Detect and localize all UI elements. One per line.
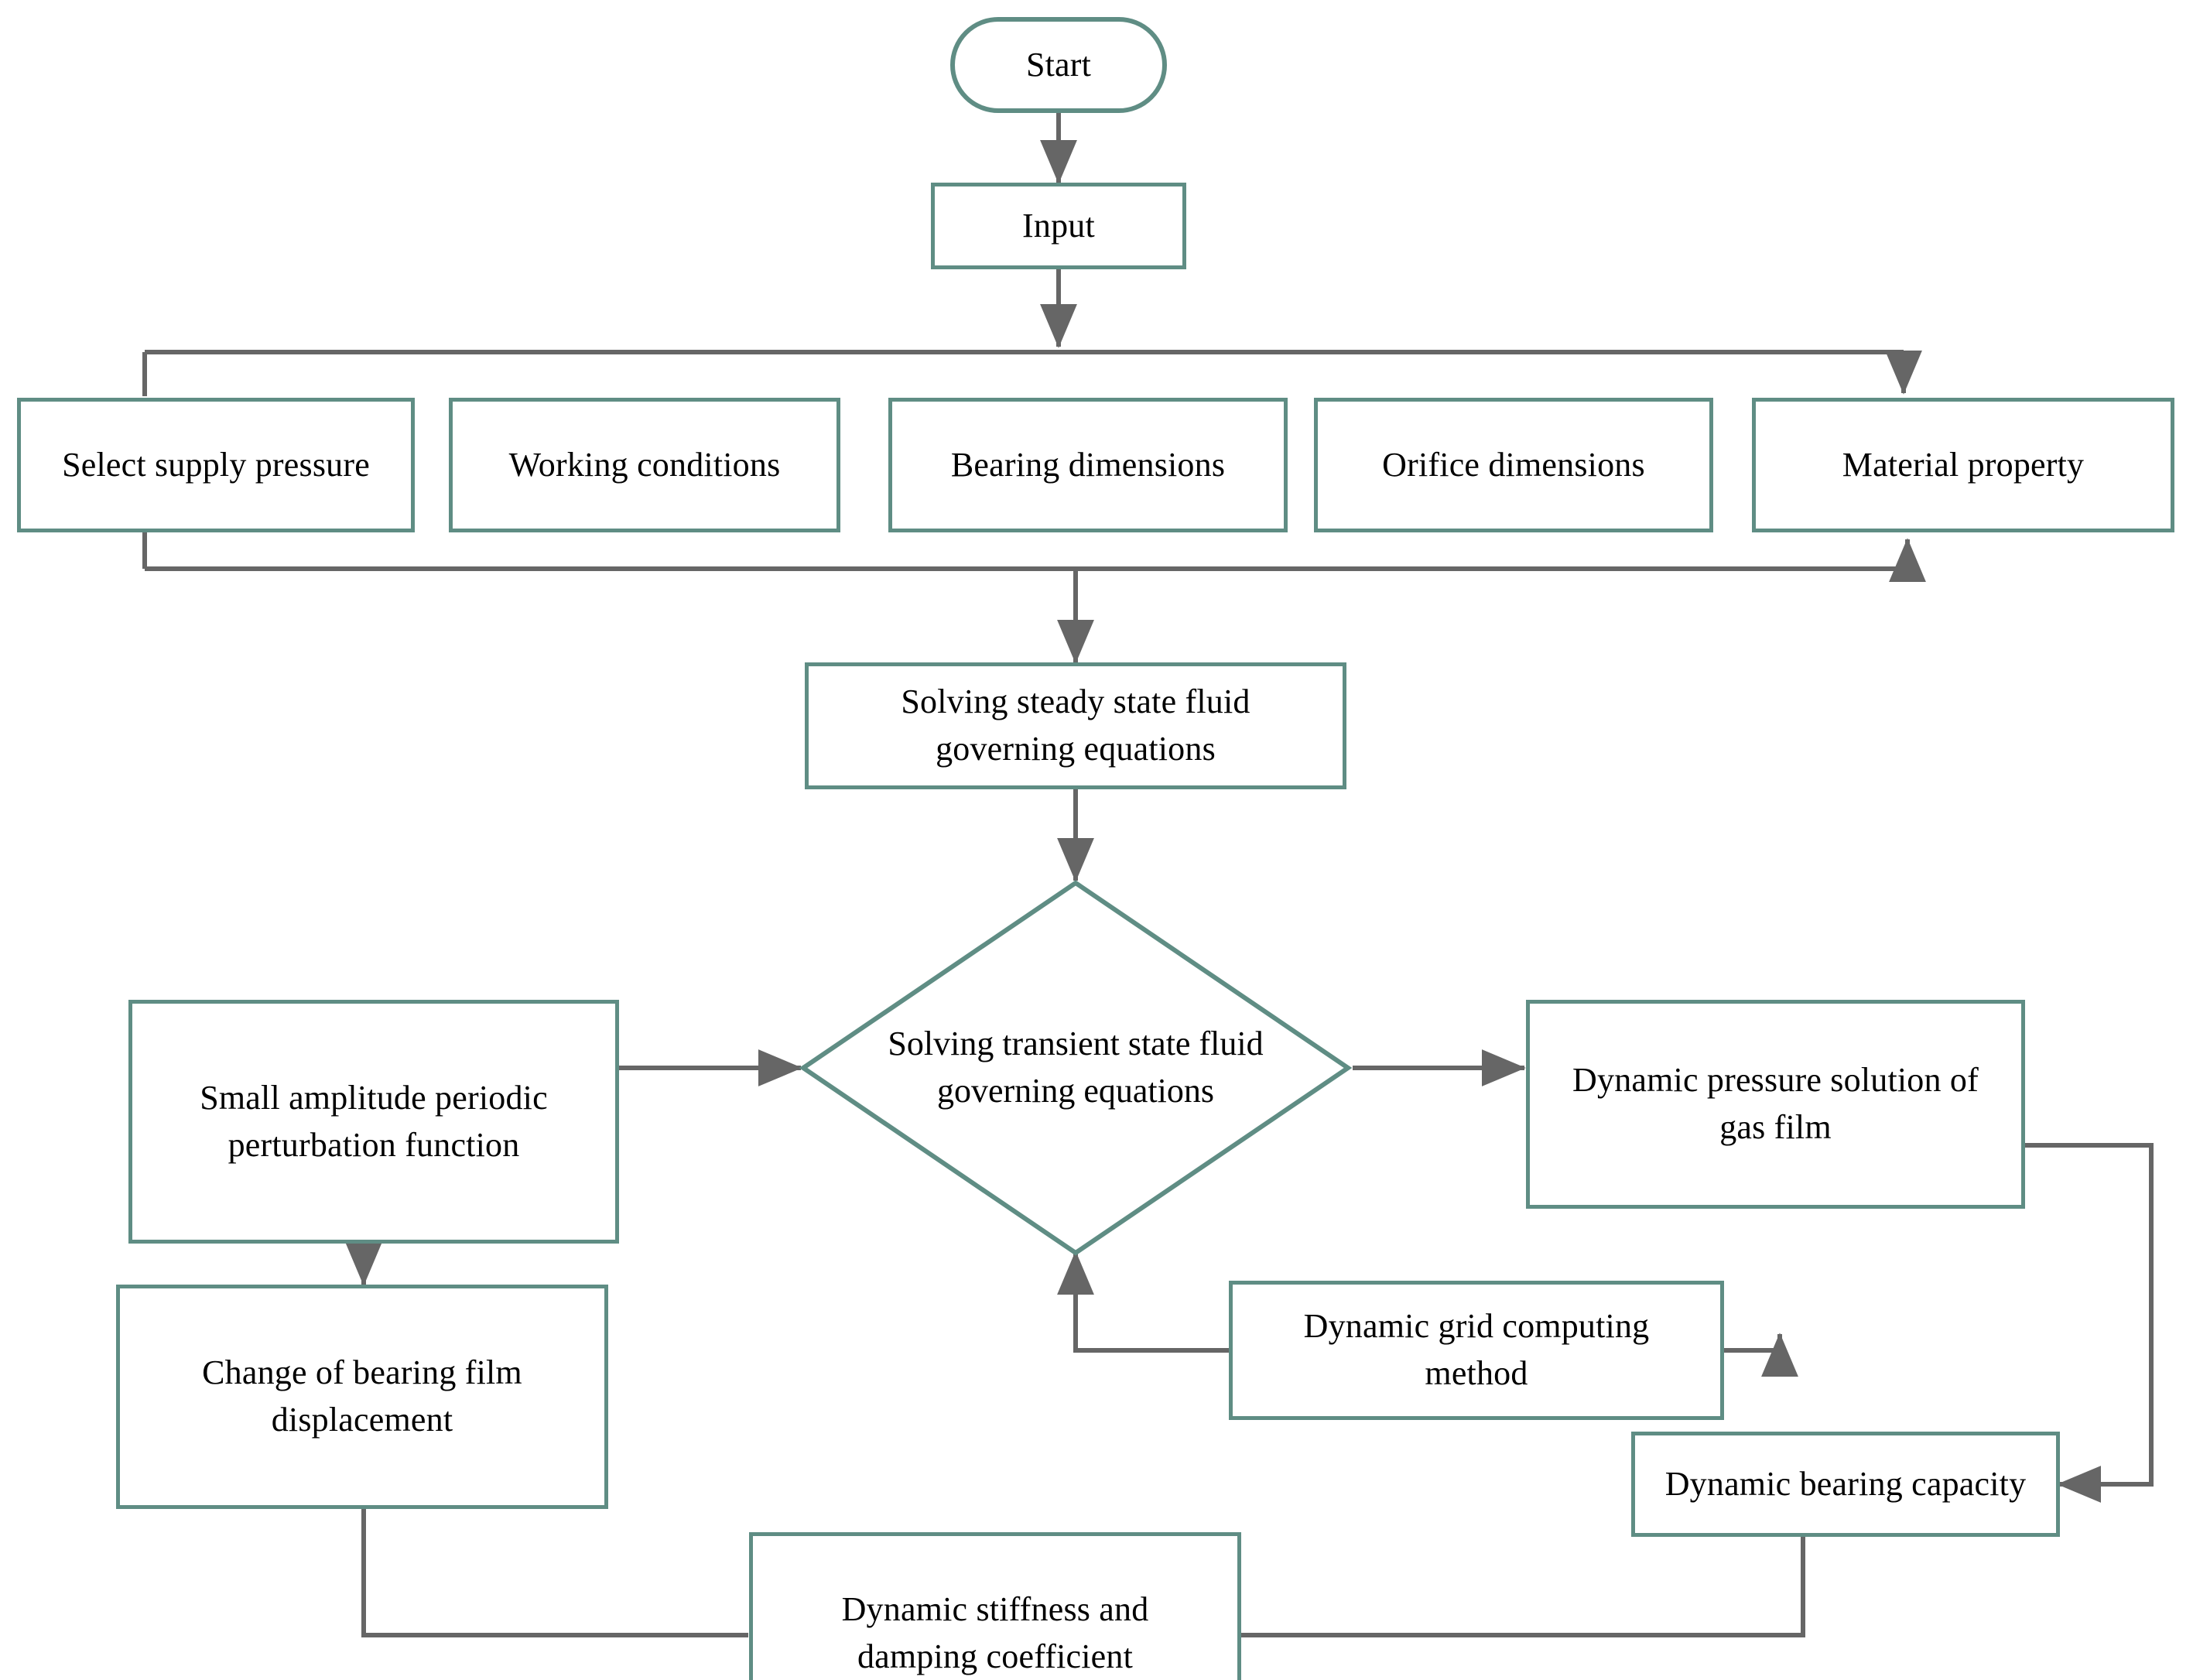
node-bearing-dimensions[interactable]: Bearing dimensions: [888, 398, 1288, 532]
node-orifice-dimensions[interactable]: Orifice dimensions: [1314, 398, 1713, 532]
node-dynamic-grid-computing-method-label: Dynamic grid computing method: [1303, 1307, 1650, 1392]
node-dynamic-bearing-capacity[interactable]: Dynamic bearing capacity: [1631, 1432, 2060, 1537]
edge-dyngrid-dynpressure: [1723, 1333, 1798, 1377]
node-change-of-bearing-film-displacement-label: Change of bearing film displacement: [202, 1353, 522, 1439]
node-start[interactable]: Start: [950, 17, 1167, 113]
node-material-property[interactable]: Material property: [1752, 398, 2174, 532]
node-input-label: Input: [1022, 206, 1095, 245]
edge-dynpressure-dyncapacity: [2025, 1143, 2154, 1503]
node-dynamic-pressure-solution[interactable]: Dynamic pressure solution of gas film: [1526, 1000, 2025, 1209]
edge-dyncapacity-dynstiffness: [1240, 1536, 1805, 1637]
node-solving-transient-state-label: Solving transient state fluid governing …: [888, 1025, 1264, 1110]
node-solving-steady-state-label: Solving steady state fluid governing equ…: [901, 683, 1250, 768]
node-select-supply-pressure[interactable]: Select supply pressure: [17, 398, 415, 532]
node-dynamic-stiffness-damping[interactable]: Dynamic stiffness and damping coefficien…: [749, 1532, 1241, 1680]
node-select-supply-pressure-label: Select supply pressure: [62, 445, 370, 484]
node-input[interactable]: Input: [931, 183, 1186, 269]
node-small-amplitude-perturbation[interactable]: Small amplitude periodic perturbation fu…: [128, 1000, 619, 1244]
node-orifice-dimensions-label: Orifice dimensions: [1382, 445, 1645, 484]
node-bearing-dimensions-label: Bearing dimensions: [950, 445, 1226, 484]
node-working-conditions[interactable]: Working conditions: [449, 398, 840, 532]
node-dynamic-bearing-capacity-label: Dynamic bearing capacity: [1664, 1464, 2027, 1503]
node-small-amplitude-perturbation-label: Small amplitude periodic perturbation fu…: [200, 1078, 548, 1164]
node-dynamic-grid-computing-method[interactable]: Dynamic grid computing method: [1229, 1281, 1724, 1420]
node-dynamic-pressure-solution-label: Dynamic pressure solution of gas film: [1572, 1061, 1979, 1146]
edge-dyngrid-transient: [1057, 1251, 1231, 1353]
node-working-conditions-label: Working conditions: [508, 445, 781, 484]
node-material-property-label: Material property: [1842, 445, 2085, 484]
node-change-of-bearing-film-displacement[interactable]: Change of bearing film displacement: [116, 1285, 608, 1509]
node-solving-steady-state[interactable]: Solving steady state fluid governing equ…: [805, 662, 1346, 789]
node-dynamic-stiffness-damping-label: Dynamic stiffness and damping coefficien…: [841, 1590, 1149, 1675]
edge-dynstiffness-filmdisp: [361, 1509, 748, 1637]
node-start-label: Start: [1025, 45, 1092, 84]
